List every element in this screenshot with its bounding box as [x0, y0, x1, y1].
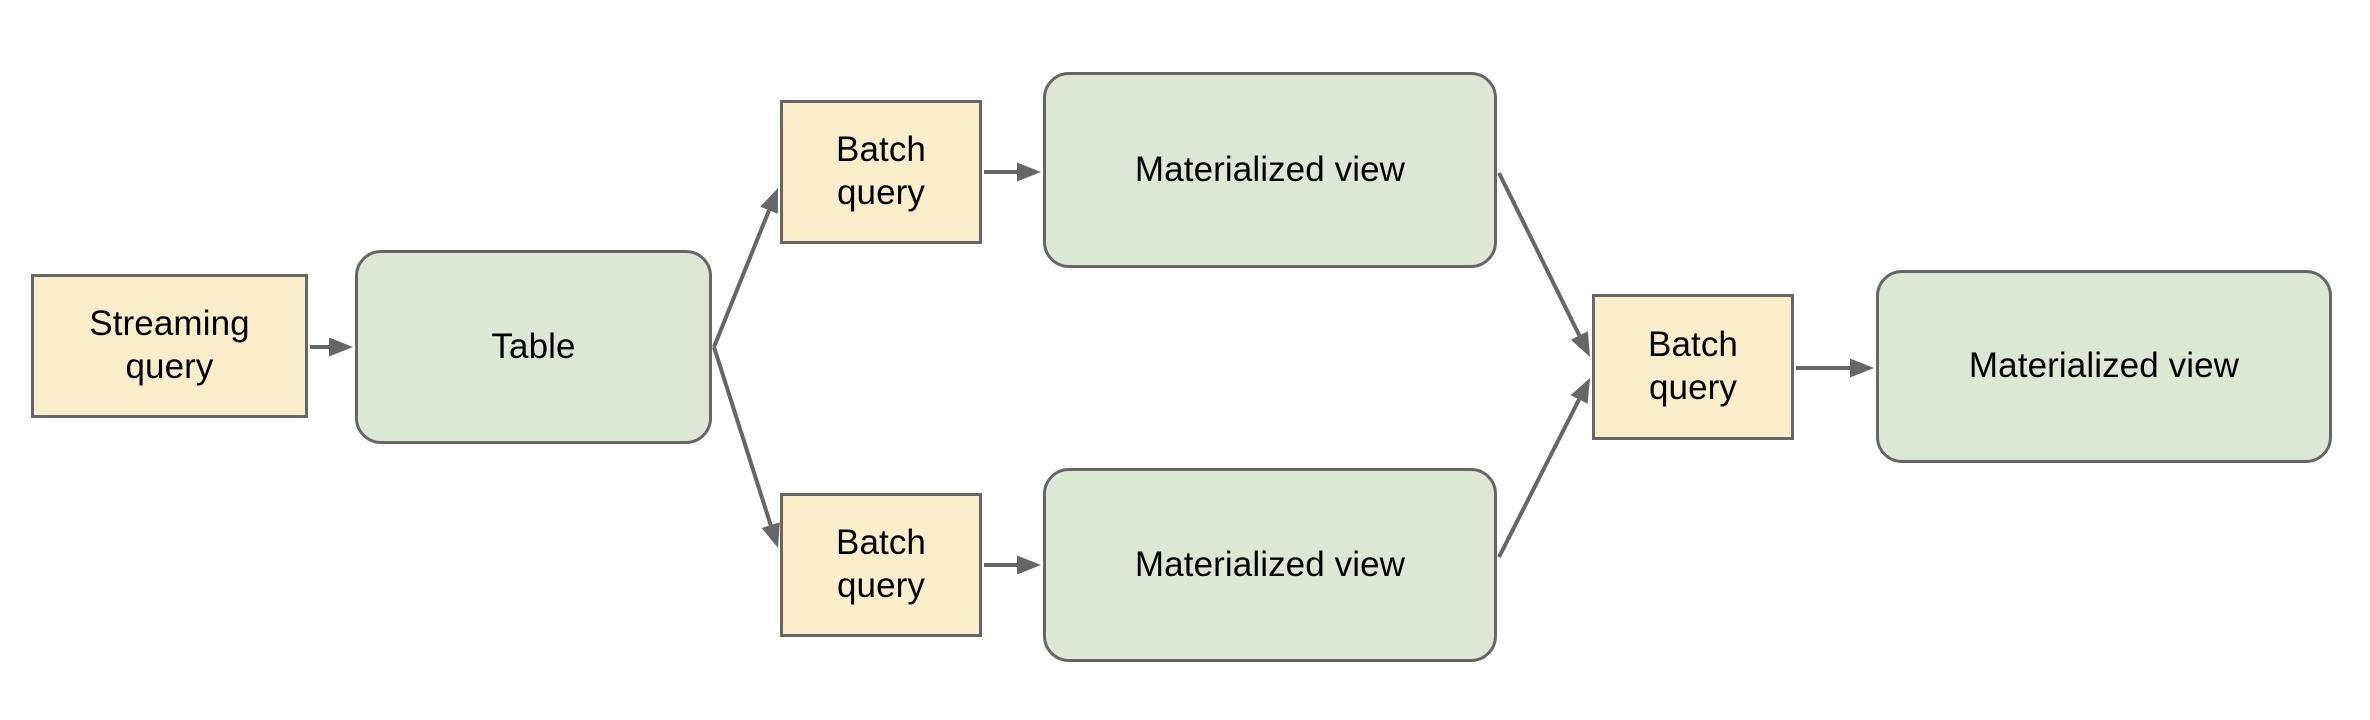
edge-line — [1497, 172, 1582, 337]
edge-line — [712, 209, 771, 348]
edge-e1 — [310, 337, 353, 357]
node-batch-query-top[interactable]: Batch query — [780, 100, 982, 244]
edge-e7 — [1497, 378, 1590, 558]
edge-e3 — [712, 346, 780, 548]
arrowhead-icon — [760, 188, 778, 214]
edge-line — [1497, 398, 1581, 558]
node-streaming-query[interactable]: Streaming query — [31, 274, 308, 418]
edge-line — [712, 346, 773, 526]
node-table[interactable]: Table — [355, 250, 712, 444]
edge-e8 — [1796, 358, 1874, 378]
edge-e5 — [984, 555, 1041, 575]
node-materialized-view-top[interactable]: Materialized view — [1043, 72, 1497, 268]
node-batch-query-merge[interactable]: Batch query — [1592, 294, 1794, 440]
edge-e6 — [1497, 172, 1590, 357]
arrowhead-icon — [1017, 555, 1041, 575]
arrowhead-icon — [761, 522, 780, 548]
node-materialized-view-bottom[interactable]: Materialized view — [1043, 468, 1497, 662]
arrowhead-icon — [1570, 378, 1590, 404]
arrowhead-icon — [1570, 331, 1590, 357]
arrowhead-icon — [1850, 358, 1874, 378]
arrowhead-icon — [329, 337, 353, 357]
edge-e4 — [984, 162, 1041, 182]
node-materialized-view-final[interactable]: Materialized view — [1876, 270, 2332, 463]
edge-e2 — [712, 188, 778, 348]
node-batch-query-bottom[interactable]: Batch query — [780, 493, 982, 637]
arrowhead-icon — [1017, 162, 1041, 182]
